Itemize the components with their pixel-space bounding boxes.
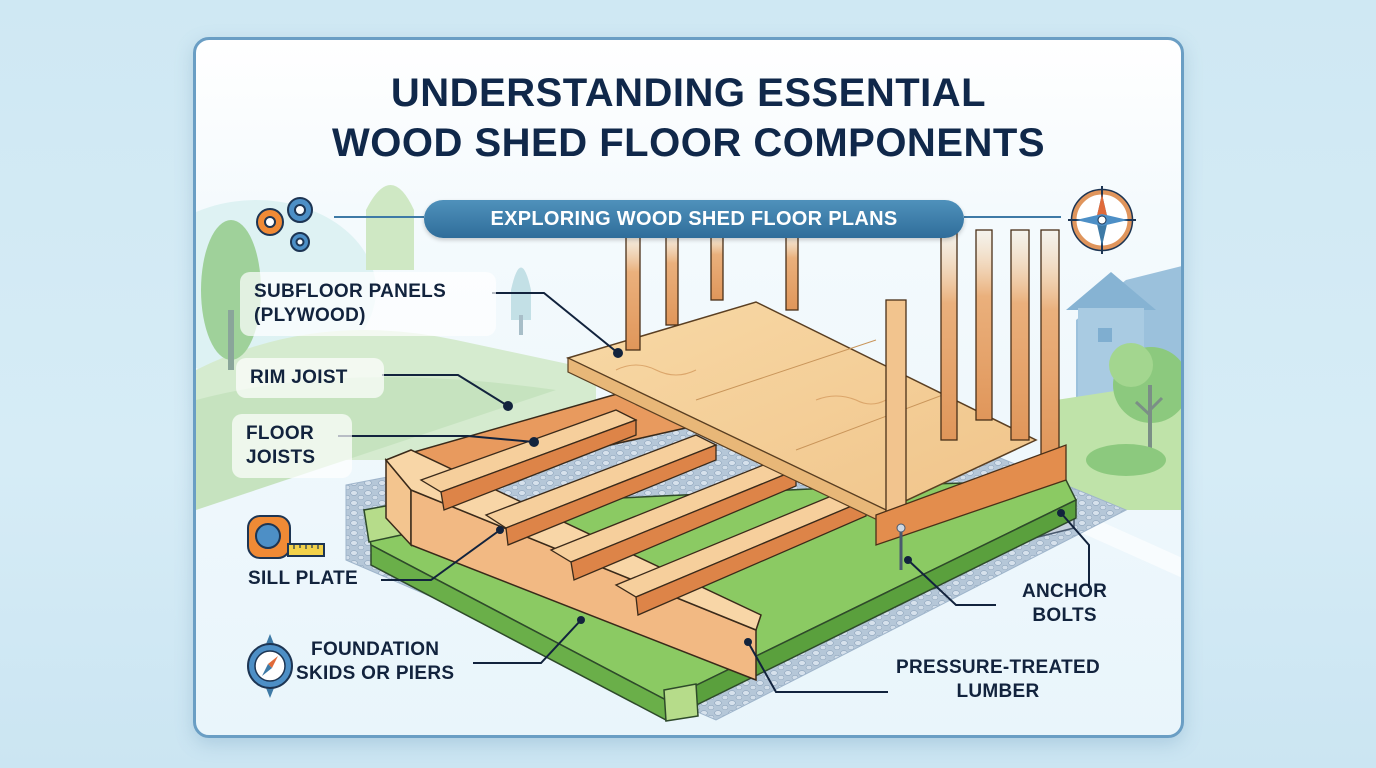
tape-measure-icon: [247, 515, 325, 559]
compass-rose-icon: [1068, 186, 1136, 254]
label-anchor-bolts: ANCHOR BOLTS: [1022, 581, 1108, 626]
page-title: UNDERSTANDING ESSENTIAL WOOD SHED FLOOR …: [196, 68, 1181, 168]
label-foundation: FOUNDATION SKIDS OR PIERS: [296, 639, 455, 684]
subtitle-banner: EXPLORING WOOD SHED FLOOR PLANS: [424, 200, 964, 238]
shed-floor-illustration: [196, 185, 1181, 722]
label-subfloor-panels: SUBFLOOR PANELS (PLYWOOD): [240, 272, 496, 336]
compass-icon: [247, 634, 293, 698]
label-sill-plate: SILL PLATE: [248, 568, 358, 589]
label-rim-joist: RIM JOIST: [236, 358, 384, 398]
label-pressure-treated-lumber: PRESSURE-TREATED LUMBER: [896, 657, 1100, 702]
title-line-1: UNDERSTANDING ESSENTIAL: [390, 71, 987, 115]
infographic-card: UNDERSTANDING ESSENTIAL WOOD SHED FLOOR …: [193, 37, 1184, 738]
gears-icon: [256, 197, 313, 252]
title-line-2: WOOD SHED FLOOR COMPONENTS: [332, 121, 1045, 165]
label-floor-joists: FLOOR JOISTS: [232, 414, 352, 478]
